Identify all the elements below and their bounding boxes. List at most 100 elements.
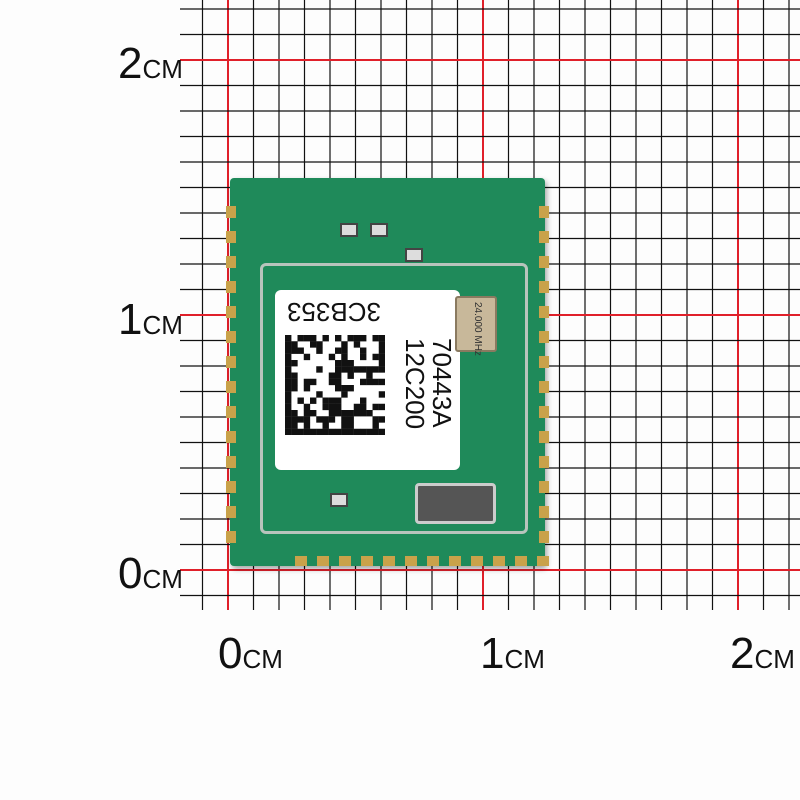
datamatrix-module — [347, 416, 354, 423]
pad — [226, 306, 236, 318]
pad — [226, 406, 236, 418]
datamatrix-module — [291, 416, 298, 423]
datamatrix-module — [360, 403, 367, 411]
datamatrix-module — [291, 428, 298, 435]
datamatrix-module — [347, 360, 354, 367]
datamatrix-module — [335, 378, 342, 386]
datamatrix-module — [310, 428, 317, 435]
datamatrix-module — [353, 403, 361, 411]
datamatrix-module — [347, 428, 354, 435]
datamatrix-module — [310, 335, 317, 342]
datamatrix-module — [335, 385, 342, 392]
datamatrix-module — [285, 335, 292, 342]
datamatrix-module — [322, 335, 329, 342]
datamatrix-module — [341, 391, 348, 398]
pad — [539, 331, 549, 343]
datamatrix-module — [291, 385, 298, 392]
datamatrix-module — [347, 372, 354, 379]
pad — [539, 531, 549, 543]
smd-component — [405, 248, 423, 262]
pad — [537, 556, 549, 566]
smd-component — [340, 223, 358, 237]
datamatrix-module — [285, 397, 292, 404]
datamatrix-module — [310, 341, 317, 348]
x-label-1cm: 1CM — [480, 629, 545, 678]
datamatrix-module — [285, 353, 292, 361]
datamatrix-module — [303, 428, 311, 435]
datamatrix-module — [347, 335, 354, 342]
datamatrix-module — [360, 353, 367, 361]
datamatrix-module — [328, 372, 336, 379]
datamatrix-module — [335, 372, 342, 379]
pad — [449, 556, 461, 566]
datamatrix-module — [291, 410, 298, 417]
pad — [539, 381, 549, 393]
datamatrix-module — [335, 410, 342, 417]
datamatrix-module — [297, 397, 304, 404]
datamatrix-module — [285, 391, 292, 398]
label-code-1: 3CB353 — [287, 297, 381, 327]
pad — [226, 431, 236, 443]
datamatrix-module — [341, 410, 348, 417]
datamatrix-module — [316, 341, 323, 348]
datamatrix-module — [291, 378, 298, 386]
datamatrix-module — [378, 353, 385, 361]
datamatrix-module — [303, 410, 311, 417]
datamatrix-module — [322, 428, 329, 435]
pad — [226, 506, 236, 518]
pad — [515, 556, 527, 566]
pad — [539, 206, 549, 218]
datamatrix-module — [372, 403, 379, 411]
pad — [226, 456, 236, 468]
datamatrix-module — [341, 341, 348, 348]
datamatrix-module — [366, 410, 373, 417]
pad — [383, 556, 395, 566]
smd-component — [330, 493, 348, 507]
datamatrix-module — [372, 422, 379, 429]
pad — [539, 506, 549, 518]
datamatrix-module — [347, 366, 354, 373]
datamatrix-module — [335, 403, 342, 411]
pad — [405, 556, 417, 566]
datamatrix-module — [335, 366, 342, 373]
datamatrix-module — [328, 403, 336, 411]
datamatrix-module — [322, 416, 329, 423]
pad — [226, 231, 236, 243]
datamatrix-module — [341, 416, 348, 423]
datamatrix-module — [303, 353, 311, 361]
datamatrix-module — [360, 428, 367, 435]
pad — [226, 206, 236, 218]
pad — [539, 406, 549, 418]
datamatrix-module — [285, 422, 292, 429]
datamatrix-module — [328, 353, 336, 361]
pad — [361, 556, 373, 566]
datamatrix-module — [372, 378, 379, 386]
pad — [539, 231, 549, 243]
datamatrix-module — [347, 385, 354, 392]
datamatrix-module — [347, 422, 354, 429]
datamatrix-code — [285, 335, 385, 435]
rf-shield — [260, 263, 528, 534]
datamatrix-module — [285, 428, 292, 435]
datamatrix-module — [366, 378, 373, 386]
datamatrix-module — [303, 378, 311, 386]
datamatrix-module — [341, 422, 348, 429]
datamatrix-module — [285, 366, 292, 373]
datamatrix-module — [335, 347, 342, 354]
datamatrix-module — [353, 410, 361, 417]
datamatrix-module — [285, 372, 292, 379]
pad — [427, 556, 439, 566]
datamatrix-module — [372, 353, 379, 361]
datamatrix-module — [303, 416, 311, 423]
datamatrix-module — [285, 410, 292, 417]
datamatrix-module — [353, 335, 361, 342]
wireless-module-pcb: 3CB353 12C200 70443A 24.000 MHz — [226, 178, 549, 566]
pad — [539, 281, 549, 293]
datamatrix-module — [303, 335, 311, 342]
y-label-1cm: 1CM — [118, 295, 183, 344]
pad — [295, 556, 307, 566]
datamatrix-module — [347, 410, 354, 417]
datamatrix-module — [360, 335, 367, 342]
label-code-3: 70443A — [427, 338, 457, 428]
datamatrix-module — [291, 422, 298, 429]
